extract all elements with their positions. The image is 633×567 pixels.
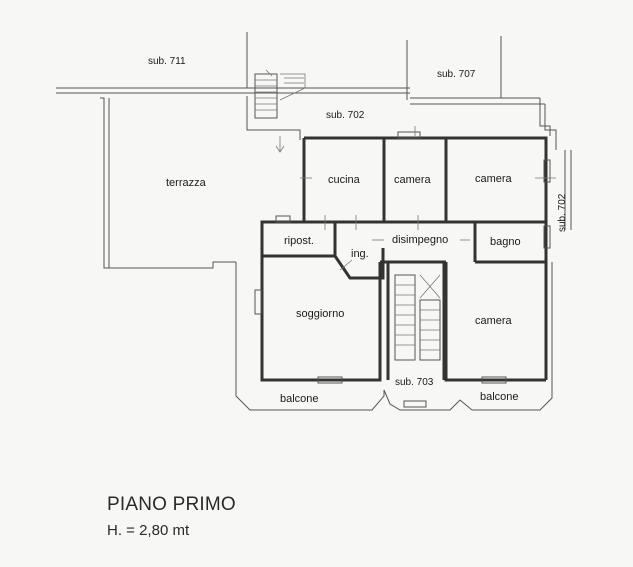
label-terrazza: terrazza xyxy=(166,177,207,189)
openings xyxy=(254,126,556,408)
label-sub-702-top: sub. 702 xyxy=(326,110,365,121)
label-camera-1: camera xyxy=(394,174,432,186)
label-balcone-2: balcone xyxy=(480,391,519,403)
label-soggiorno: soggiorno xyxy=(296,308,344,320)
boundary-lines xyxy=(56,32,572,230)
label-bagno: bagno xyxy=(490,236,521,248)
label-sub-702-right: sub. 702 xyxy=(557,193,568,232)
building-walls xyxy=(260,136,548,382)
facade-outline xyxy=(235,262,553,411)
ceiling-height: H. = 2,80 mt xyxy=(107,522,190,539)
stair-top xyxy=(254,69,306,153)
terrace-outline xyxy=(100,96,301,269)
room-labels: sub. 711 sub. 707 sub. 702 sub. 702 terr… xyxy=(148,56,568,405)
label-cucina: cucina xyxy=(328,174,361,186)
label-ripost: ripost. xyxy=(284,235,314,247)
plan-title: PIANO PRIMO xyxy=(107,494,236,515)
label-camera-2: camera xyxy=(475,173,513,185)
label-camera-3: camera xyxy=(475,315,513,327)
label-sub-703: sub. 703 xyxy=(395,377,434,388)
label-disimpegno: disimpegno xyxy=(392,234,448,246)
label-sub-707: sub. 707 xyxy=(437,69,476,80)
stair-central xyxy=(394,274,441,361)
label-sub-711: sub. 711 xyxy=(148,56,186,67)
label-balcone-1: balcone xyxy=(280,393,319,405)
label-ing: ing. xyxy=(351,248,369,260)
